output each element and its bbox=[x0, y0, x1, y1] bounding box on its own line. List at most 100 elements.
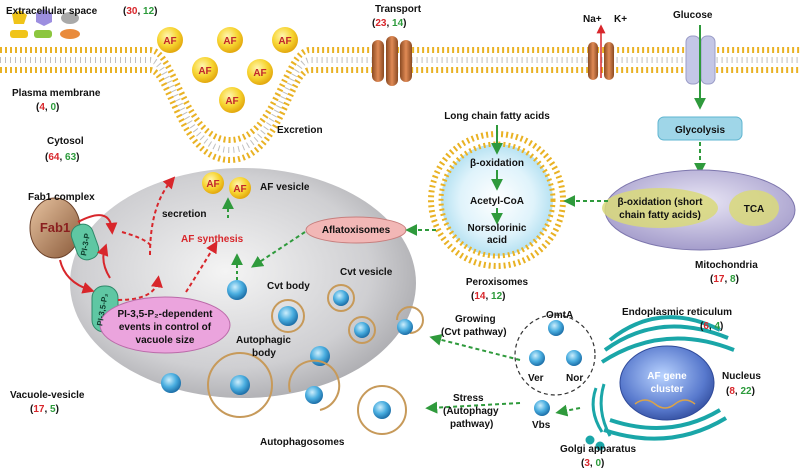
label-secretion: secretion bbox=[162, 209, 206, 220]
golgi-apparatus bbox=[585, 383, 612, 451]
label-glycolysis: Glycolysis bbox=[675, 125, 725, 136]
label-glucose: Glucose bbox=[673, 10, 713, 21]
label-extracellular: Extracellular space bbox=[6, 6, 98, 17]
label-stress-3: pathway) bbox=[450, 419, 493, 430]
label-ver: Ver bbox=[528, 373, 544, 384]
autophagosomes bbox=[288, 359, 407, 435]
label-plasma-membrane: Plasma membrane bbox=[12, 88, 101, 99]
af-particle bbox=[217, 27, 243, 53]
af-vesicle-particle bbox=[202, 172, 224, 194]
cvt-vesicles bbox=[327, 284, 424, 344]
label-growing-2: (Cvt pathway) bbox=[441, 327, 507, 338]
label-counts-er-green: 4 bbox=[714, 321, 720, 332]
nucleus bbox=[619, 345, 715, 421]
label-counts-mitochondria-green: 8 bbox=[730, 274, 736, 285]
count-vacuole-vesicle: (17, 5) bbox=[30, 404, 59, 415]
label-counts-plasma-membrane-red: 4 bbox=[39, 102, 45, 113]
label-er: Endoplasmic reticulum bbox=[622, 307, 732, 318]
label-acetyl-coa: Acetyl-CoA bbox=[470, 196, 524, 207]
label-counts-mitochondria-red: 17 bbox=[713, 274, 725, 285]
label-counts-extracellular-red: 30 bbox=[126, 6, 138, 17]
cvt-body-vesicle bbox=[278, 306, 298, 326]
label-pi3p: PI-3-P bbox=[79, 232, 92, 257]
label-counts-cytosol-green: 63 bbox=[65, 152, 77, 163]
label-omta: OmtA bbox=[546, 310, 573, 321]
vesicle bbox=[161, 373, 181, 393]
extracellular-molecules bbox=[10, 9, 80, 39]
label-nucleus: Nucleus bbox=[722, 371, 761, 382]
enzyme-group bbox=[514, 314, 596, 396]
na-k-channel bbox=[588, 24, 614, 80]
label-beta-short-1: β-oxidation (short bbox=[618, 197, 704, 208]
label-stress-2: (Autophagy bbox=[443, 406, 499, 417]
label-vacuole-vesicle: Vacuole-vesicle bbox=[10, 390, 85, 401]
label-norsolorinic-2: acid bbox=[487, 235, 507, 246]
af-particle bbox=[272, 27, 298, 53]
label-labels-af: AF bbox=[223, 36, 236, 47]
count-transport: (23, 14) bbox=[372, 18, 407, 29]
label-labels-af: AF bbox=[233, 184, 246, 195]
label-autophagic-1: Autophagic bbox=[236, 335, 291, 346]
af-vesicle-particle bbox=[229, 177, 251, 199]
label-na: Na+ bbox=[583, 14, 602, 25]
label-labels-af: AF bbox=[225, 96, 238, 107]
label-af-gene-2: cluster bbox=[651, 384, 684, 395]
label-autophagosomes: Autophagosomes bbox=[260, 437, 345, 448]
label-labels-af: AF bbox=[198, 66, 211, 77]
label-long-chain: Long chain fatty acids bbox=[444, 111, 550, 122]
label-counts-peroxisomes-green: 12 bbox=[491, 291, 503, 302]
count-peroxisomes: (14, 12) bbox=[471, 291, 506, 302]
label-counts-er-red: 6 bbox=[703, 321, 709, 332]
label-counts-transport-red: 23 bbox=[375, 18, 387, 29]
label-vbs: Vbs bbox=[532, 420, 551, 431]
count-golgi: (3, 0) bbox=[581, 458, 604, 469]
label-counts-vacuole-vesicle-green: 5 bbox=[50, 404, 56, 415]
label-fab1-complex: Fab1 complex bbox=[28, 192, 95, 203]
glucose-transporter bbox=[685, 25, 716, 110]
label-counts-golgi-green: 0 bbox=[595, 458, 601, 469]
label-pi-events-3: vacuole size bbox=[136, 335, 195, 346]
label-labels-af: AF bbox=[163, 36, 176, 47]
label-mitochondria: Mitochondria bbox=[695, 260, 758, 271]
glycolysis-box bbox=[657, 116, 743, 141]
count-mitochondria: (17, 8) bbox=[710, 274, 739, 285]
label-pi-events-2: events in control of bbox=[119, 322, 212, 333]
label-counts-nucleus-red: 8 bbox=[729, 386, 735, 397]
label-k: K+ bbox=[614, 14, 627, 25]
label-af-gene-1: AF gene bbox=[647, 371, 687, 382]
peroxisome bbox=[428, 125, 566, 269]
label-cvt-body: Cvt body bbox=[267, 281, 310, 292]
af-particle bbox=[247, 59, 273, 85]
label-labels-af: AF bbox=[206, 179, 219, 190]
af-particles-excretion: AF AF AF AF AF AF bbox=[157, 27, 298, 113]
label-beta-ox: β-oxidation bbox=[470, 158, 524, 169]
label-counts-peroxisomes-red: 14 bbox=[474, 291, 486, 302]
label-af-vesicle: AF vesicle bbox=[260, 182, 310, 193]
label-counts-nucleus-green: 22 bbox=[740, 386, 752, 397]
mitochondria bbox=[602, 169, 796, 251]
af-particle bbox=[192, 57, 218, 83]
label-af-synthesis: AF synthesis bbox=[181, 234, 244, 245]
label-fab1: Fab1 bbox=[40, 220, 70, 235]
label-beta-short-2: chain fatty acids) bbox=[619, 210, 701, 221]
label-cvt-vesicle: Cvt vesicle bbox=[340, 267, 393, 278]
label-counts-plasma-membrane-green: 0 bbox=[50, 102, 56, 113]
label-counts-cytosol-red: 64 bbox=[48, 152, 60, 163]
label-golgi: Golgi apparatus bbox=[560, 444, 637, 455]
af-particle bbox=[157, 27, 183, 53]
endoplasmic-reticulum bbox=[600, 315, 735, 441]
label-growing-1: Growing bbox=[455, 314, 496, 325]
label-counts-transport-green: 14 bbox=[392, 18, 404, 29]
label-pi-events-1: PI-3,5-P₂-dependent bbox=[117, 309, 213, 320]
pi-events-box bbox=[99, 296, 231, 354]
label-aflatoxisomes: Aflatoxisomes bbox=[322, 225, 391, 236]
label-labels-af: AF bbox=[253, 68, 266, 79]
label-tca: TCA bbox=[744, 204, 765, 215]
af-particle bbox=[219, 87, 245, 113]
label-nor: Nor bbox=[566, 373, 583, 384]
count-er: (6, 4) bbox=[700, 321, 723, 332]
transport-channel bbox=[372, 36, 412, 86]
label-cytosol: Cytosol bbox=[47, 136, 84, 147]
label-counts-golgi-red: 3 bbox=[584, 458, 590, 469]
